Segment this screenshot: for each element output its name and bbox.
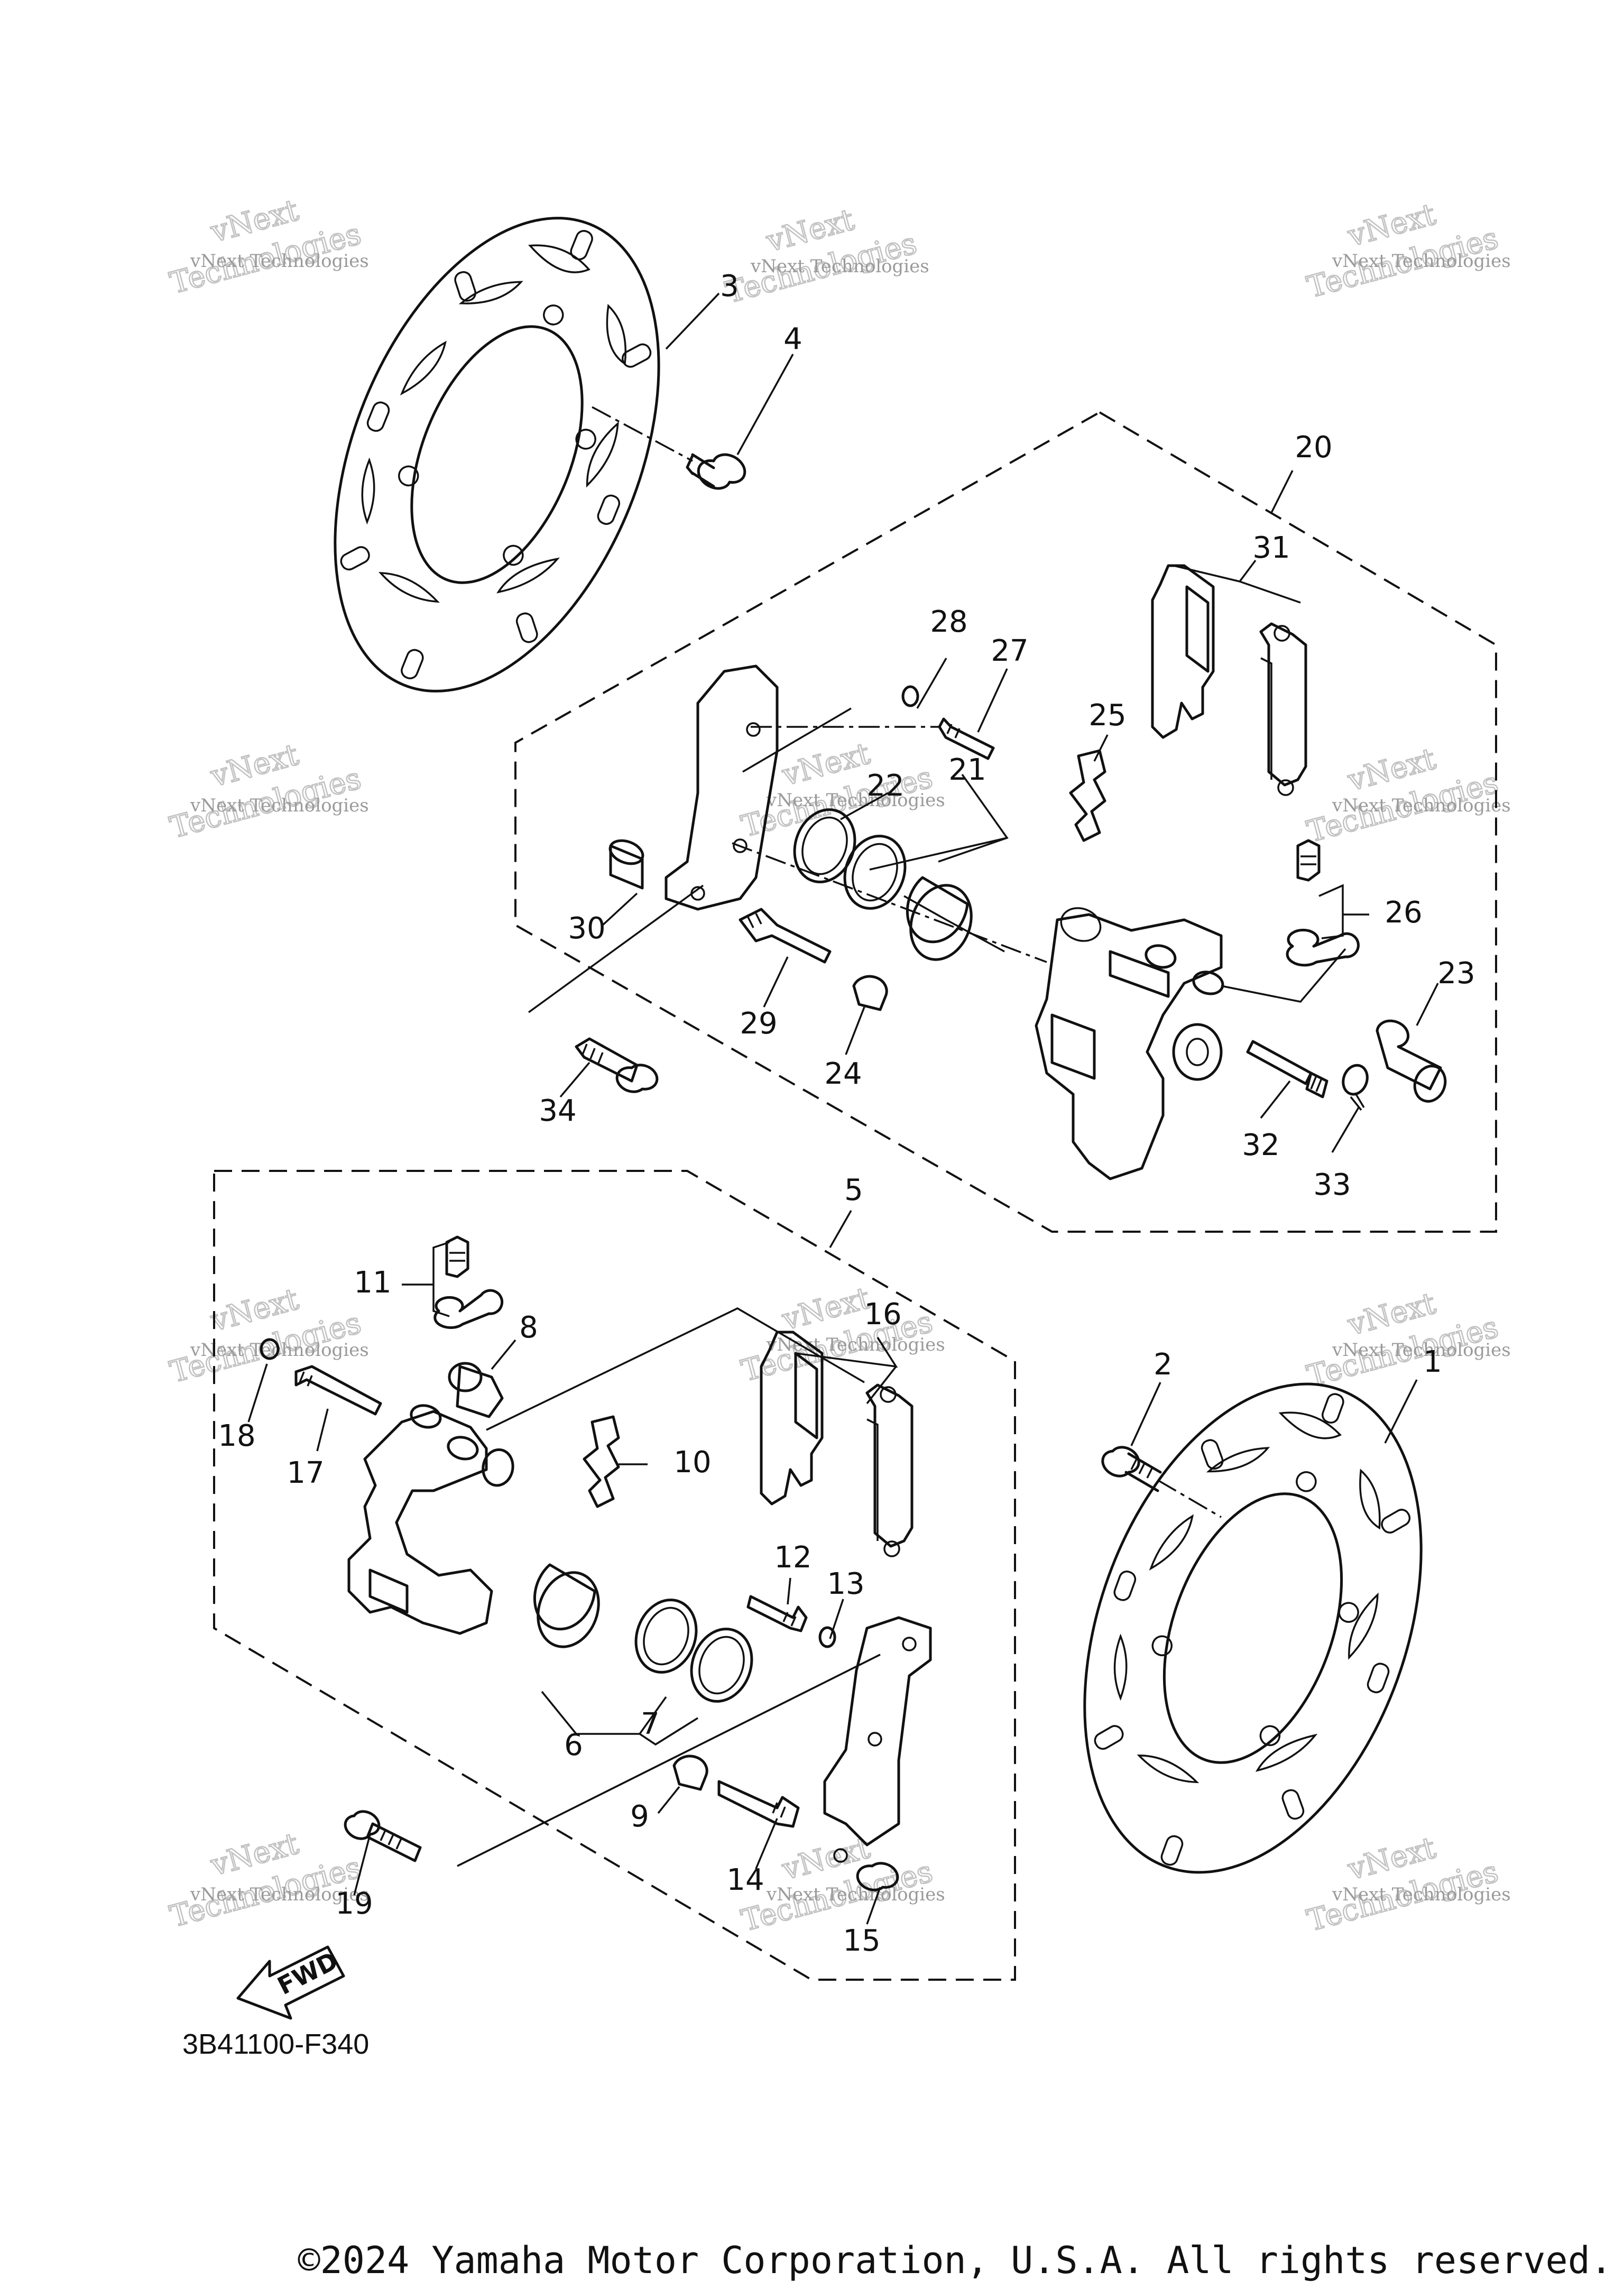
disc-bolt-upper <box>592 406 746 490</box>
disc-bolt-lower <box>1101 1446 1222 1518</box>
slide-pin-boot-front <box>672 1755 708 1791</box>
callout-20: 20 <box>1295 430 1332 465</box>
pad-spring-front <box>583 1415 620 1508</box>
pad-pin-front <box>746 1595 808 1632</box>
diagram-code: 3B41100-F340 <box>182 2028 369 2060</box>
callout-6: 6 <box>564 1728 583 1762</box>
pin-clip-front <box>818 1626 836 1648</box>
brake-pads-rear <box>1151 564 1307 796</box>
watermark: Technologies vNext vNext Technologies <box>1303 741 1511 850</box>
slide-pin-boot-rear <box>852 975 888 1011</box>
callout-23: 23 <box>1437 956 1475 991</box>
watermark: Technologies vNext vNext Technologies <box>1303 197 1511 306</box>
caliper-body-front <box>347 1404 514 1635</box>
watermark: Technologies vNext vNext Technologies <box>166 1281 369 1390</box>
caliper-bracket-front <box>823 1616 932 1863</box>
callout-8: 8 <box>519 1310 538 1345</box>
guide-pin-front <box>294 1365 382 1416</box>
callout-32: 32 <box>1242 1128 1279 1162</box>
svg-text:vNext Technologies: vNext Technologies <box>766 790 945 811</box>
svg-text:vNext Technologies: vNext Technologies <box>1332 795 1511 816</box>
callout-21: 21 <box>948 753 986 787</box>
watermark: Technologies vNext vNext Technologies <box>1303 1830 1511 1939</box>
callout-28: 28 <box>930 605 967 639</box>
plug-front <box>260 1338 280 1360</box>
callout-19: 19 <box>335 1887 373 1921</box>
bleed-screw-rear <box>1286 839 1360 967</box>
callout-labels: 1 2 3 4 5 6 7 8 9 10 11 12 13 14 15 16 1… <box>218 269 1475 1958</box>
callout-11: 11 <box>354 1266 391 1300</box>
callout-10: 10 <box>673 1445 711 1480</box>
callout-12: 12 <box>774 1540 811 1575</box>
callout-7: 7 <box>641 1707 660 1741</box>
pad-spring-rear <box>1069 749 1106 842</box>
svg-text:vNext Technologies: vNext Technologies <box>1332 1884 1511 1905</box>
callout-4: 4 <box>783 322 802 356</box>
watermark: Technologies vNext vNext Technologies <box>166 737 369 846</box>
callout-26: 26 <box>1385 895 1422 930</box>
bleed-cap-rear <box>1376 1019 1447 1103</box>
callout-18: 18 <box>218 1419 255 1453</box>
bushing-rear <box>608 839 644 890</box>
svg-text:vNext Technologies: vNext Technologies <box>766 1334 945 1355</box>
caliper-bracket-rear <box>665 664 779 911</box>
callout-17: 17 <box>287 1456 324 1490</box>
callout-5: 5 <box>844 1173 863 1207</box>
brake-disc-lower <box>1083 1382 1423 1874</box>
callout-13: 13 <box>827 1567 864 1601</box>
svg-text:vNext Technologies: vNext Technologies <box>190 1884 369 1905</box>
callout-22: 22 <box>866 769 904 803</box>
callout-9: 9 <box>630 1799 649 1834</box>
callout-29: 29 <box>740 1007 777 1041</box>
piston-seals-rear <box>793 808 907 910</box>
callout-16: 16 <box>864 1297 901 1332</box>
callout-3: 3 <box>720 269 739 303</box>
svg-text:vNext Technologies: vNext Technologies <box>190 251 369 272</box>
svg-text:vNext Technologies: vNext Technologies <box>766 1884 945 1905</box>
piston-front <box>533 1563 600 1648</box>
callout-1: 1 <box>1423 1345 1442 1379</box>
callout-27: 27 <box>991 634 1028 668</box>
caliper-body-rear <box>1035 907 1224 1180</box>
watermark: Technologies vNext vNext Technologies <box>166 1826 369 1935</box>
callout-30: 30 <box>568 911 605 946</box>
callout-2: 2 <box>1154 1347 1173 1382</box>
brake-disc-upper <box>334 217 660 692</box>
slide-pin-rear <box>739 908 832 964</box>
watermark: Technologies vNext vNext Technologies <box>1303 1286 1511 1395</box>
front-caliper-assembly-outline <box>213 1170 1016 1981</box>
fwd-arrow-icon: FWD <box>236 1945 345 2020</box>
leader-lines <box>247 292 1439 1925</box>
callout-34: 34 <box>539 1094 576 1128</box>
copyright-notice: ©2024 Yamaha Motor Corporation, U.S.A. A… <box>298 2239 1612 2282</box>
svg-text:FWD: FWD <box>273 1946 343 2000</box>
guide-pin-rear <box>1246 1040 1328 1098</box>
svg-text:vNext Technologies: vNext Technologies <box>1332 251 1511 272</box>
svg-text:vNext Technologies: vNext Technologies <box>190 795 369 816</box>
callout-15: 15 <box>843 1924 880 1958</box>
callout-25: 25 <box>1088 698 1126 733</box>
bushing-front <box>448 1362 504 1418</box>
piston-seals-front <box>634 1599 753 1703</box>
svg-text:vNext Technologies: vNext Technologies <box>1332 1340 1511 1361</box>
callout-14: 14 <box>726 1863 764 1897</box>
bracket-bolt-rear <box>575 1037 659 1093</box>
pin-clip-rear <box>901 685 919 707</box>
svg-text:vNext Technologies: vNext Technologies <box>750 256 929 277</box>
callout-24: 24 <box>824 1057 862 1091</box>
rear-caliper-assembly-outline <box>514 411 1497 1233</box>
pad-spring-small-rear <box>1342 1064 1369 1111</box>
callout-31: 31 <box>1252 531 1290 565</box>
watermark: Technologies vNext vNext Technologies <box>722 202 929 311</box>
watermark: Technologies vNext vNext Technologies <box>166 192 369 301</box>
bracket-bolt-front <box>856 1862 899 1891</box>
slide-pin-front <box>717 1780 800 1828</box>
callout-33: 33 <box>1313 1168 1351 1202</box>
